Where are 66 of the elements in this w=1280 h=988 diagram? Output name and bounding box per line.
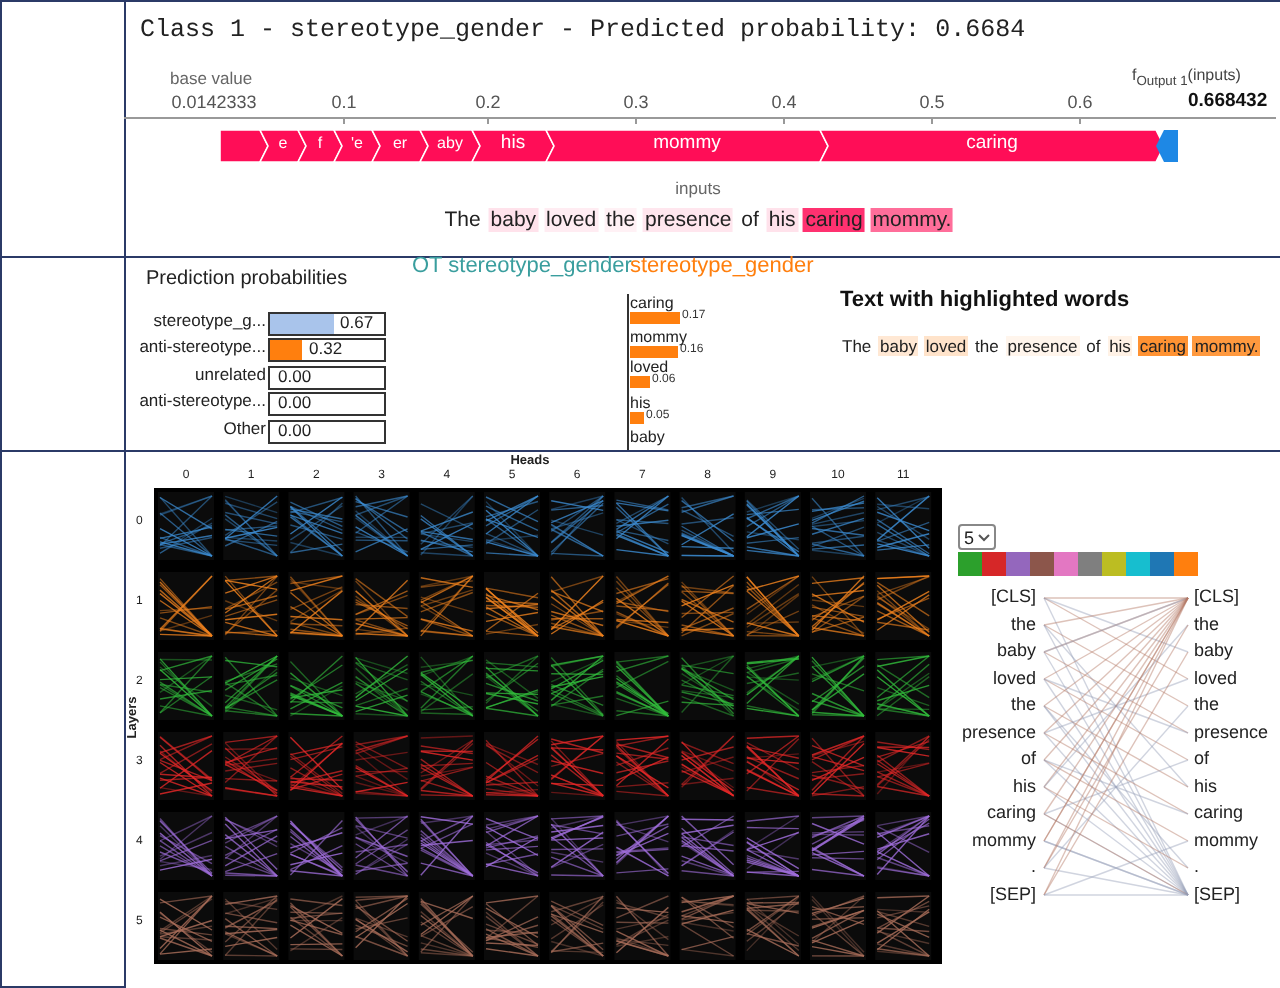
feature-label: caring — [630, 294, 674, 313]
tick-label: 0.1 — [331, 92, 357, 113]
layer-select: 5 — [958, 524, 997, 550]
token-label: of — [1194, 748, 1210, 769]
tick-label: 0.4 — [771, 92, 797, 113]
axis-label: f$_{Output 1}$(inputs) — [1132, 66, 1241, 91]
value-label: 0.32 — [309, 338, 343, 358]
category-label: unrelated — [195, 364, 266, 384]
token-label: the — [1010, 694, 1036, 715]
token-label: presence — [961, 721, 1036, 742]
tick-label: 0.3 — [623, 92, 649, 113]
token-label: his — [1012, 775, 1036, 796]
tick-label: 0.2 — [475, 92, 501, 113]
feature-label: loved — [630, 358, 669, 376]
highlighted-sentence: The baby loved the presence of his caring mommy. — [442, 208, 954, 233]
segment-label: mommy — [653, 134, 721, 156]
value-label: 0.00 — [278, 392, 312, 412]
token-label: presence — [1194, 721, 1269, 742]
token-label: baby — [1194, 640, 1234, 661]
segment-label: e — [278, 134, 288, 153]
token-label: mommy — [1194, 829, 1258, 850]
token-label: of — [1020, 748, 1036, 769]
token-label: the — [1010, 613, 1036, 634]
tick-label: 0.5 — [919, 92, 945, 113]
token-label: the — [1194, 694, 1220, 715]
token-label: loved — [992, 667, 1036, 688]
class-label: OT stereotype_gender — [412, 254, 632, 280]
plot-title: Class 1 - stereotype_gender - Predicted probability: 0.6684 — [140, 16, 1026, 45]
feature-label: mommy — [630, 328, 687, 346]
section-heading: Text with highlighted words — [840, 288, 1130, 314]
segment-label: f — [317, 134, 323, 153]
value-label: 0.67 — [340, 312, 374, 332]
segment-label: 'e — [351, 134, 363, 153]
feature-label: his — [630, 394, 651, 412]
token-label: [SEP] — [989, 883, 1036, 904]
token-label: . — [1194, 856, 1200, 877]
token-label: baby — [996, 640, 1036, 661]
token-label: caring — [986, 802, 1036, 823]
tick-label: 0.6 — [1067, 92, 1093, 113]
token-label: [SEP] — [1194, 883, 1241, 904]
segment-label: his — [500, 134, 526, 156]
segment-label: aby — [437, 134, 463, 153]
highlighted-sentence: The baby loved the presence of his caring mommy. — [840, 338, 1261, 358]
category-label: Other — [223, 418, 266, 438]
chart-title: Prediction probabilities — [146, 268, 348, 290]
feature-label: baby — [630, 428, 665, 447]
tick-label: 0.0142333 — [171, 92, 257, 113]
section-label: inputs — [675, 180, 721, 200]
token-label: caring — [1194, 802, 1244, 823]
segment-label: caring — [966, 134, 1018, 156]
category-label: anti-stereotype... — [139, 336, 266, 356]
token-label: . — [1030, 856, 1036, 877]
token-label: loved — [1194, 667, 1238, 688]
class-label: stereotype_gender — [630, 254, 814, 280]
token-label: [CLS] — [990, 586, 1036, 607]
value-label: 0.00 — [278, 366, 312, 386]
output-value: 0.668432 — [1188, 92, 1268, 114]
token-label: the — [1194, 613, 1220, 634]
category-label: anti-stereotype... — [139, 390, 266, 410]
axis-label: base value — [170, 70, 253, 90]
segment-label: er — [392, 134, 408, 153]
token-label: mommy — [972, 829, 1036, 850]
category-label: stereotype_g... — [153, 310, 266, 330]
value-label: 0.00 — [278, 420, 312, 440]
token-label: [CLS] — [1194, 586, 1240, 607]
token-label: his — [1194, 775, 1218, 796]
